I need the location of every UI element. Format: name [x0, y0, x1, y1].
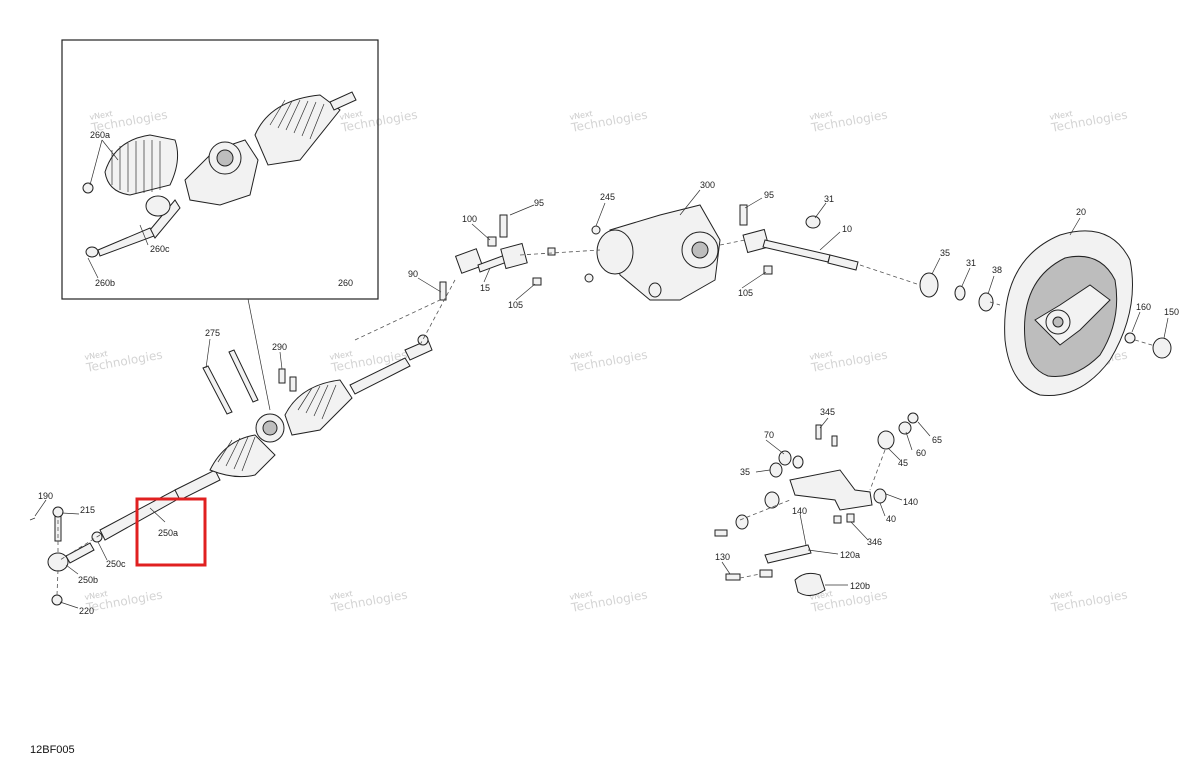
drawing-code: 12BF005 [30, 744, 75, 756]
intermediate-shaft [439, 214, 556, 301]
callout-130: 130 [715, 552, 730, 562]
callout-15: 15 [480, 283, 490, 293]
callout-120b: 120b [850, 581, 870, 591]
steering-rack [99, 334, 433, 541]
callout-31-b: 31 [966, 258, 976, 268]
callout-250b: 250b [78, 575, 98, 585]
upper-shaft [739, 204, 859, 275]
callout-260b: 260b [95, 278, 115, 288]
callout-65: 65 [932, 435, 942, 445]
callout-20: 20 [1076, 207, 1086, 217]
callout-220: 220 [79, 606, 94, 616]
callout-31-a: 31 [824, 194, 834, 204]
callout-95-b: 95 [764, 190, 774, 200]
callout-260c: 260c [150, 244, 170, 254]
callout-215: 215 [80, 505, 95, 515]
callout-40: 40 [886, 514, 896, 524]
svg-text:vNext: vNext [1049, 589, 1074, 602]
callout-60: 60 [916, 448, 926, 458]
callout-95-a: 95 [534, 198, 544, 208]
svg-text:vNext: vNext [569, 589, 594, 602]
callout-labels: 260a 260c 260b 260 275 290 90 100 95 15 … [38, 130, 1179, 616]
svg-text:vNext: vNext [569, 109, 594, 122]
callout-300: 300 [700, 180, 715, 190]
callout-345: 345 [820, 407, 835, 417]
column-bracket [714, 412, 919, 596]
power-steering-unit [584, 204, 721, 301]
callout-275: 275 [205, 328, 220, 338]
callout-190: 190 [38, 491, 53, 501]
svg-text:vNext: vNext [84, 349, 109, 362]
callout-10: 10 [842, 224, 852, 234]
svg-text:vNext: vNext [569, 349, 594, 362]
steering-wheel [919, 230, 1172, 397]
callout-90: 90 [408, 269, 418, 279]
svg-text:vNext: vNext [809, 109, 834, 122]
callout-250a: 250a [158, 528, 178, 538]
callout-260: 260 [338, 278, 353, 288]
svg-text:vNext: vNext [339, 109, 364, 122]
svg-text:vNext: vNext [1049, 109, 1074, 122]
inset-frame [61, 39, 379, 300]
callout-150: 150 [1164, 307, 1179, 317]
callout-120a: 120a [840, 550, 860, 560]
callout-140-b: 140 [792, 506, 807, 516]
callout-346: 346 [867, 537, 882, 547]
svg-text:vNext: vNext [89, 109, 114, 122]
callout-100: 100 [462, 214, 477, 224]
callout-250c: 250c [106, 559, 126, 569]
callout-70: 70 [764, 430, 774, 440]
svg-text:vNext: vNext [329, 589, 354, 602]
callout-160: 160 [1136, 302, 1151, 312]
svg-text:vNext: vNext [84, 589, 109, 602]
inset-leader [247, 298, 271, 411]
callout-38: 38 [992, 265, 1002, 275]
inset-rack-assembly [82, 91, 357, 258]
callout-260a: 260a [90, 130, 110, 140]
highlight-box [135, 497, 207, 567]
tie-rod-left [29, 506, 103, 606]
callout-245: 245 [600, 192, 615, 202]
callout-35-b: 35 [740, 467, 750, 477]
callout-35-a: 35 [940, 248, 950, 258]
callout-105-a: 105 [508, 300, 523, 310]
callout-290: 290 [272, 342, 287, 352]
callout-140-a: 140 [903, 497, 918, 507]
svg-text:vNext: vNext [329, 349, 354, 362]
callout-105-b: 105 [738, 288, 753, 298]
bolts-275-290 [202, 349, 297, 415]
assembly-lines [56, 239, 1156, 596]
svg-text:vNext: vNext [809, 349, 834, 362]
callout-45: 45 [898, 458, 908, 468]
leader-lines [34, 139, 1169, 609]
